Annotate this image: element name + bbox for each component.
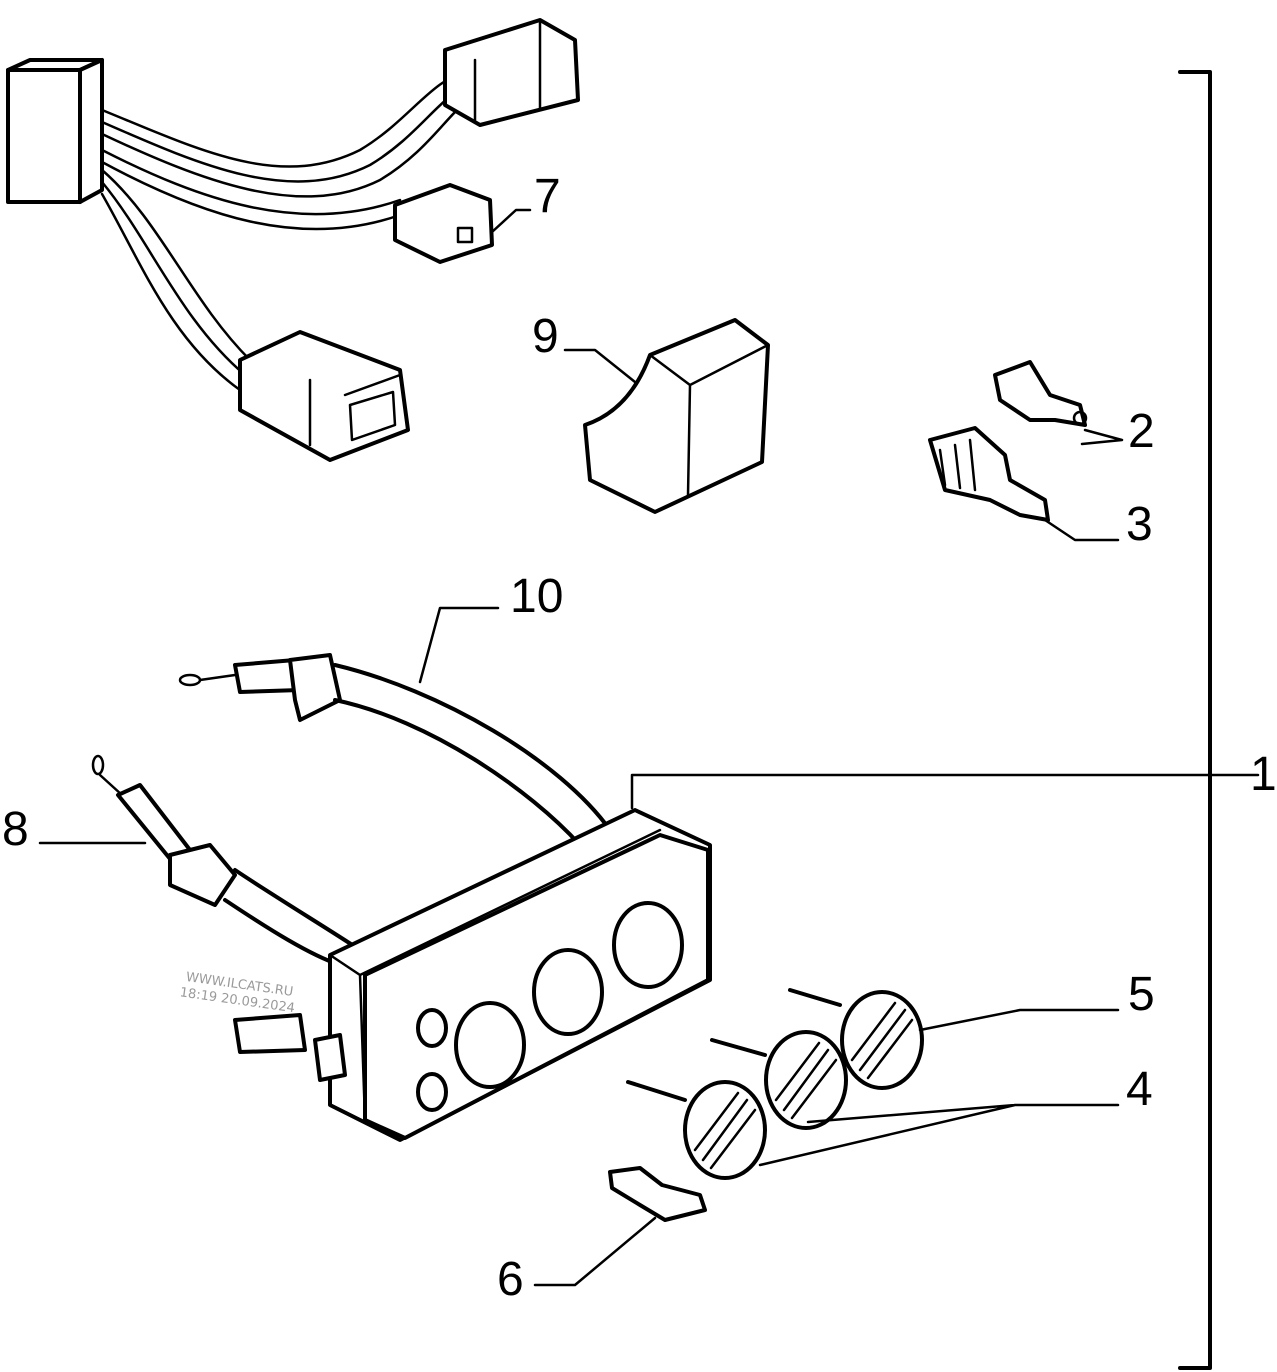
callout-7: 7	[534, 170, 561, 223]
knob-4b	[626, 1080, 767, 1180]
wiring-harness	[6, 18, 580, 462]
leader-lines	[38, 208, 1260, 1287]
bulb	[608, 1166, 707, 1222]
small-switch	[993, 360, 1088, 427]
callout-4: 4	[1126, 1063, 1153, 1116]
callout-2: 2	[1128, 405, 1155, 458]
callout-1: 1	[1250, 748, 1277, 801]
callout-5: 5	[1128, 968, 1155, 1021]
callout-6: 6	[497, 1253, 524, 1306]
control-panel	[233, 808, 712, 1142]
cable-lower	[91, 754, 362, 967]
callout-8: 8	[2, 803, 29, 856]
callout-3: 3	[1126, 498, 1153, 551]
callout-10: 10	[510, 570, 563, 623]
watermark: WWW.ILCATS.RU 18:19 20.09.2024	[179, 970, 296, 1016]
knob-4a	[710, 1030, 848, 1130]
cable-upper	[178, 653, 612, 847]
rotary-switch	[928, 426, 1050, 522]
knob-cap	[583, 318, 770, 514]
callout-labels: 1 2 3 4 5 6 7 8 9 10	[2, 170, 1277, 1306]
assembly-bracket	[1178, 70, 1212, 1370]
callout-9: 9	[532, 310, 559, 363]
knob-5	[788, 988, 924, 1090]
